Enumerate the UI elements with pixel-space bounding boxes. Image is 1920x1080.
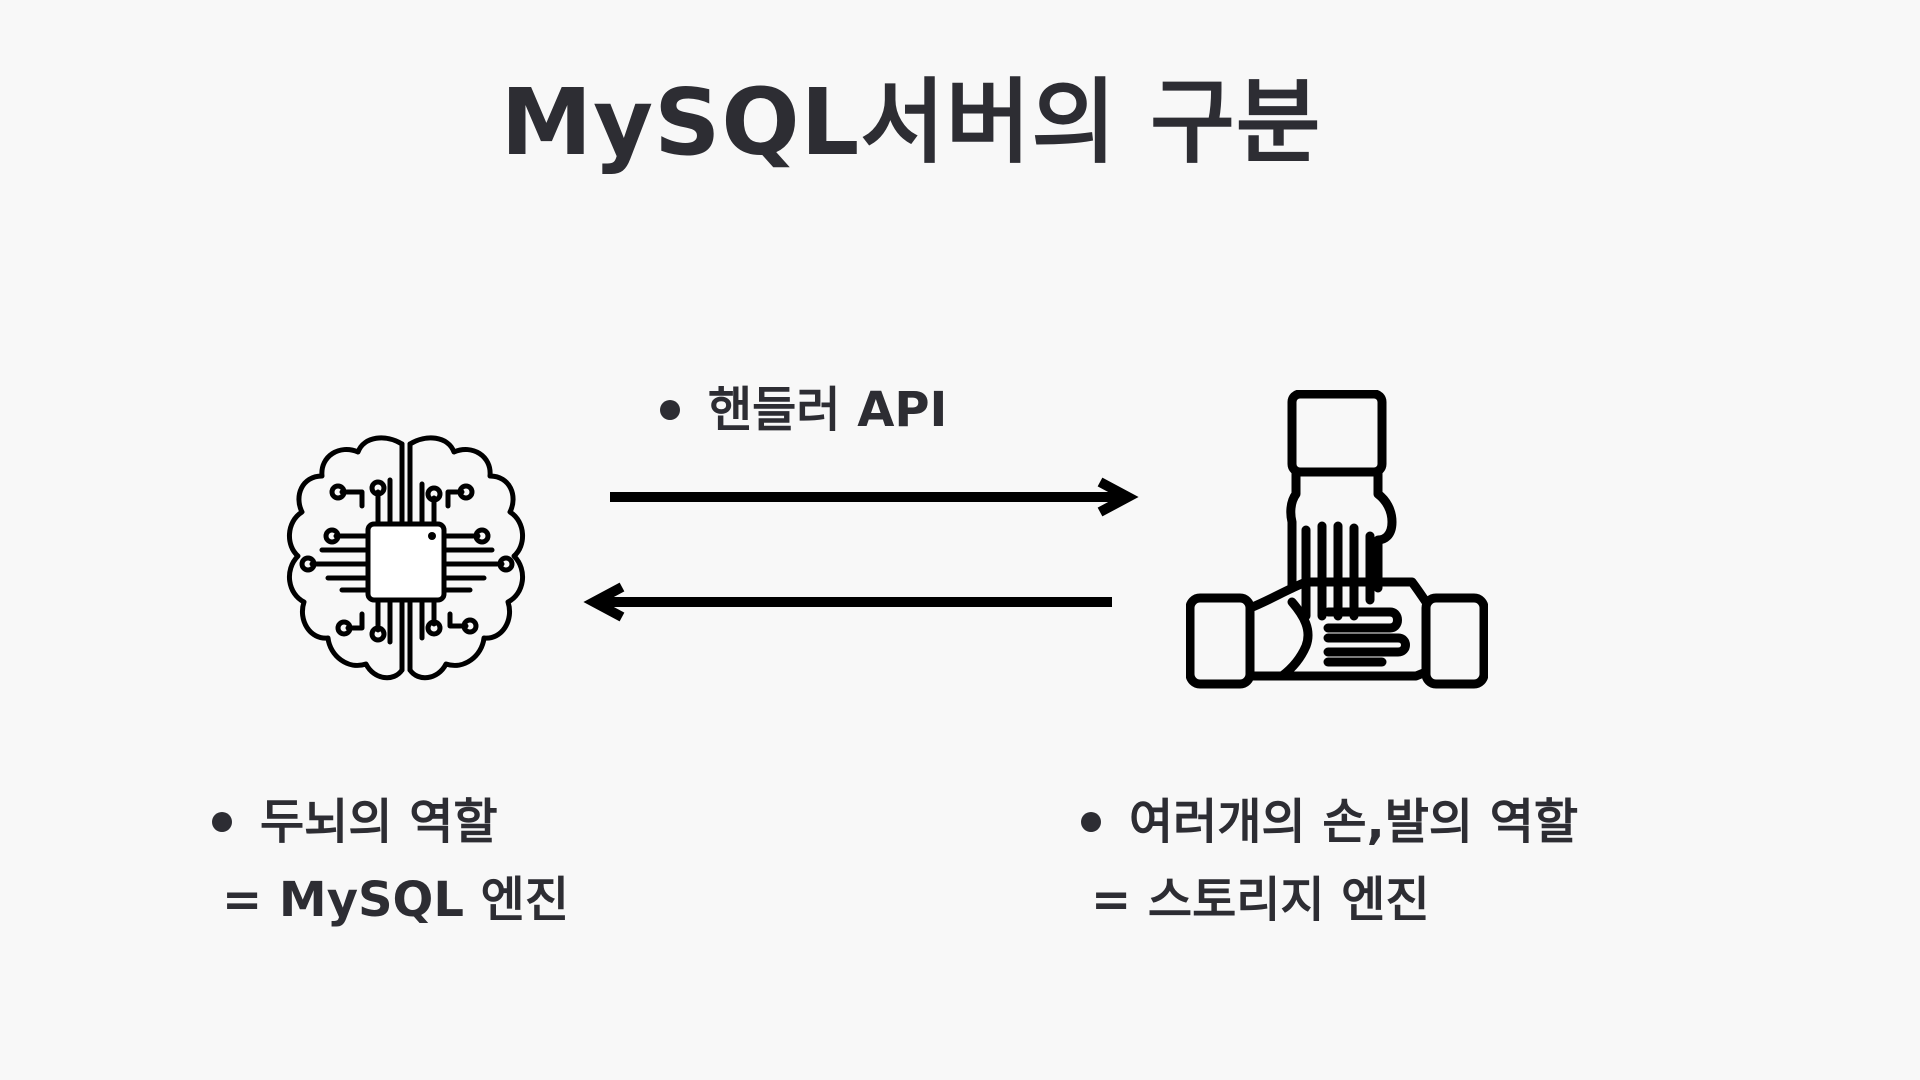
- handler-api-text: 핸들러 API: [708, 382, 948, 438]
- storage-engine-name: = 스토리지 엔진: [1091, 872, 1430, 928]
- page-title: MySQL서버의 구분: [500, 69, 1322, 176]
- stacked-hands-icon: [1186, 390, 1488, 689]
- mysql-engine-role: 두뇌의 역할: [260, 794, 498, 850]
- bullet-dot: [212, 812, 232, 832]
- bidirectional-arrows: [583, 477, 1139, 622]
- handler-api-label: 핸들러 API: [660, 380, 947, 440]
- arrow-right-icon: [610, 477, 1139, 517]
- storage-engine-caption: 여러개의 손,발의 역할 = 스토리지 엔진: [1081, 783, 1578, 939]
- bullet-dot: [1081, 812, 1101, 832]
- storage-engine-role: 여러개의 손,발의 역할: [1129, 794, 1579, 850]
- bullet-dot: [660, 400, 680, 420]
- brain-circuit-icon: [287, 435, 525, 681]
- mysql-engine-name: = MySQL 엔진: [222, 872, 569, 928]
- arrow-left-icon: [583, 582, 1112, 622]
- mysql-engine-caption: 두뇌의 역할 = MySQL 엔진: [212, 783, 569, 939]
